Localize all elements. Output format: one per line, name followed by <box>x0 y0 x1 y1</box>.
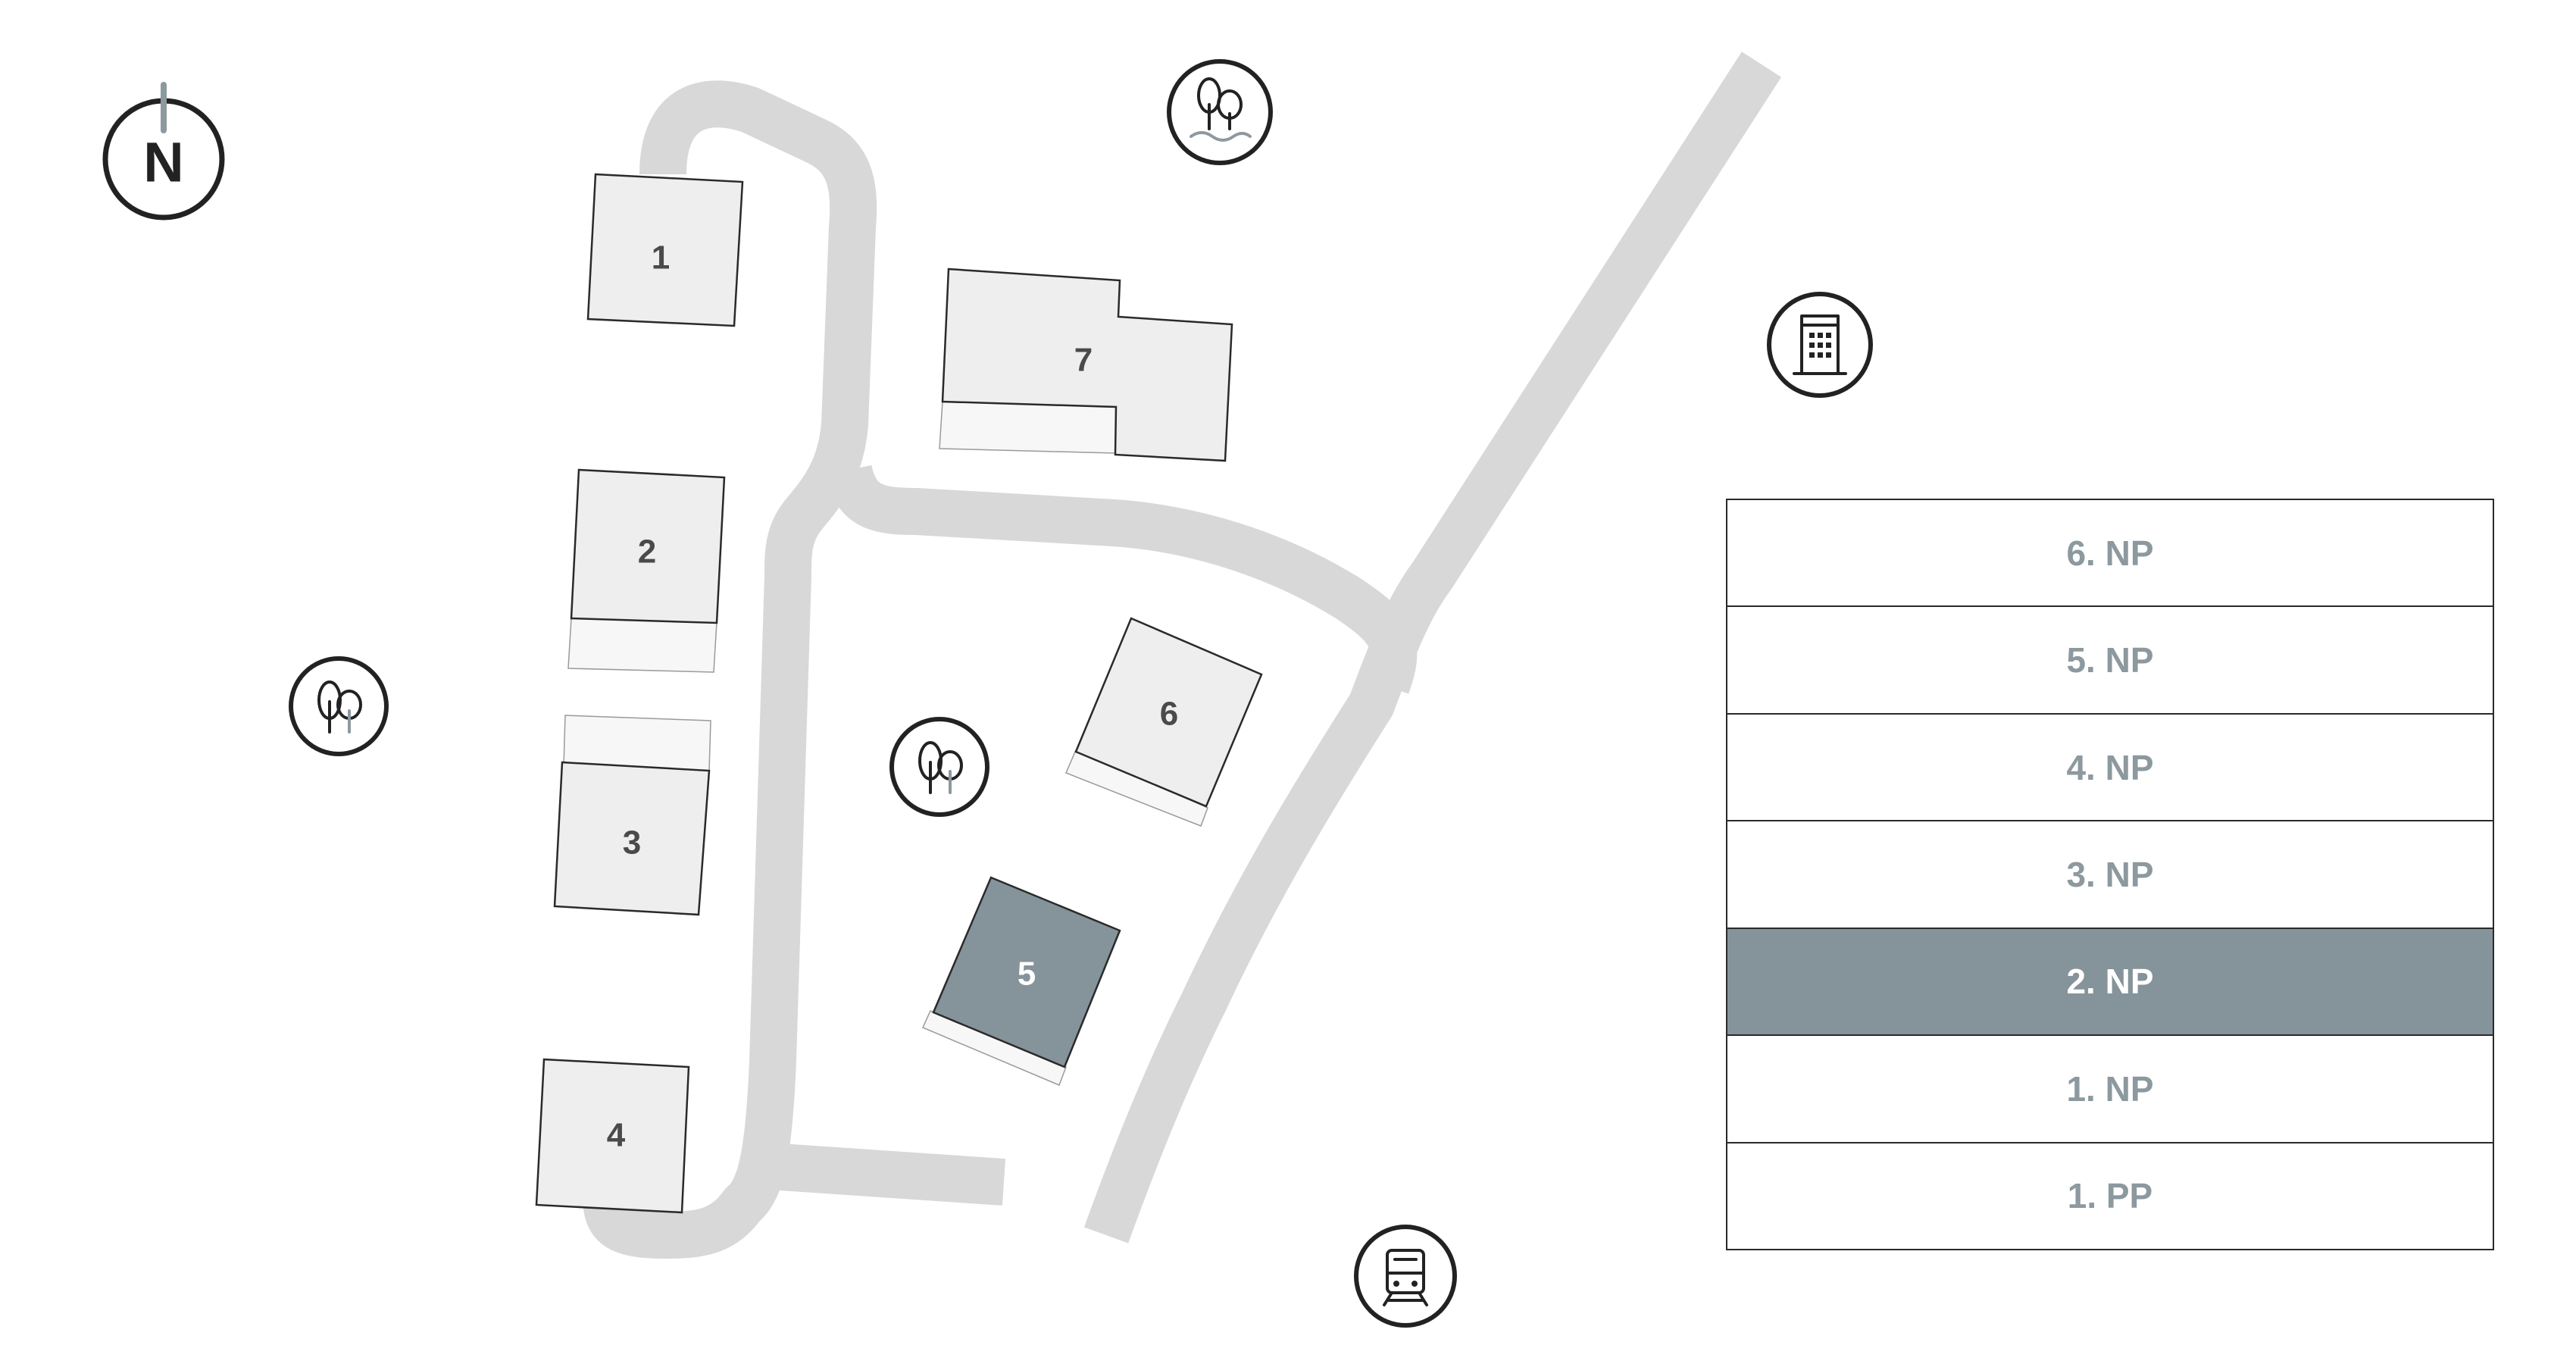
building-4[interactable]: 4 <box>535 1058 690 1214</box>
building-4-shape[interactable] <box>535 1058 690 1214</box>
floor-5np-button[interactable]: 5. NP <box>1727 607 2493 715</box>
floor-4np-button[interactable]: 4. NP <box>1727 715 2493 822</box>
north-compass: N <box>102 82 225 221</box>
park-lake-icon <box>1167 59 1273 165</box>
building-1[interactable]: 1 <box>586 173 744 327</box>
building-2-shape[interactable] <box>570 468 726 624</box>
road-diagonal <box>1083 52 1782 1244</box>
floor-3np-button[interactable]: 3. NP <box>1727 821 2493 929</box>
building-7-shape[interactable] <box>941 267 1233 462</box>
road-west-loop <box>583 80 877 1259</box>
building-3-shape[interactable] <box>553 761 711 916</box>
train-icon <box>1354 1225 1457 1328</box>
floor-1np-button[interactable]: 1. NP <box>1727 1036 2493 1143</box>
roads <box>583 52 1782 1259</box>
trees-icon <box>289 656 389 756</box>
terrace-2 <box>567 618 717 673</box>
building-1-shape[interactable] <box>586 173 744 327</box>
floor-6np-button[interactable]: 6. NP <box>1727 500 2493 608</box>
terrace-3 <box>563 715 711 771</box>
trees-icon <box>889 717 989 817</box>
terrace-7 <box>939 401 1117 454</box>
building-6-shape[interactable] <box>1074 617 1263 808</box>
compass-label: N <box>143 131 183 194</box>
buildings: 1 2 3 4 5 6 7 <box>535 173 1263 1214</box>
building-3[interactable]: 3 <box>553 761 711 916</box>
road-south-spur <box>778 1143 1006 1206</box>
office-building-icon <box>1767 292 1873 398</box>
floor-1pp-button[interactable]: 1. PP <box>2067 1176 2153 1216</box>
building-5-shape[interactable] <box>932 876 1121 1068</box>
floor-selector: 6. NP 5. NP 4. NP 3. NP 2. NP 1. NP 1. P… <box>1726 499 2494 1250</box>
floor-2np-button[interactable]: 2. NP <box>1727 928 2493 1037</box>
building-2[interactable]: 2 <box>570 468 726 624</box>
